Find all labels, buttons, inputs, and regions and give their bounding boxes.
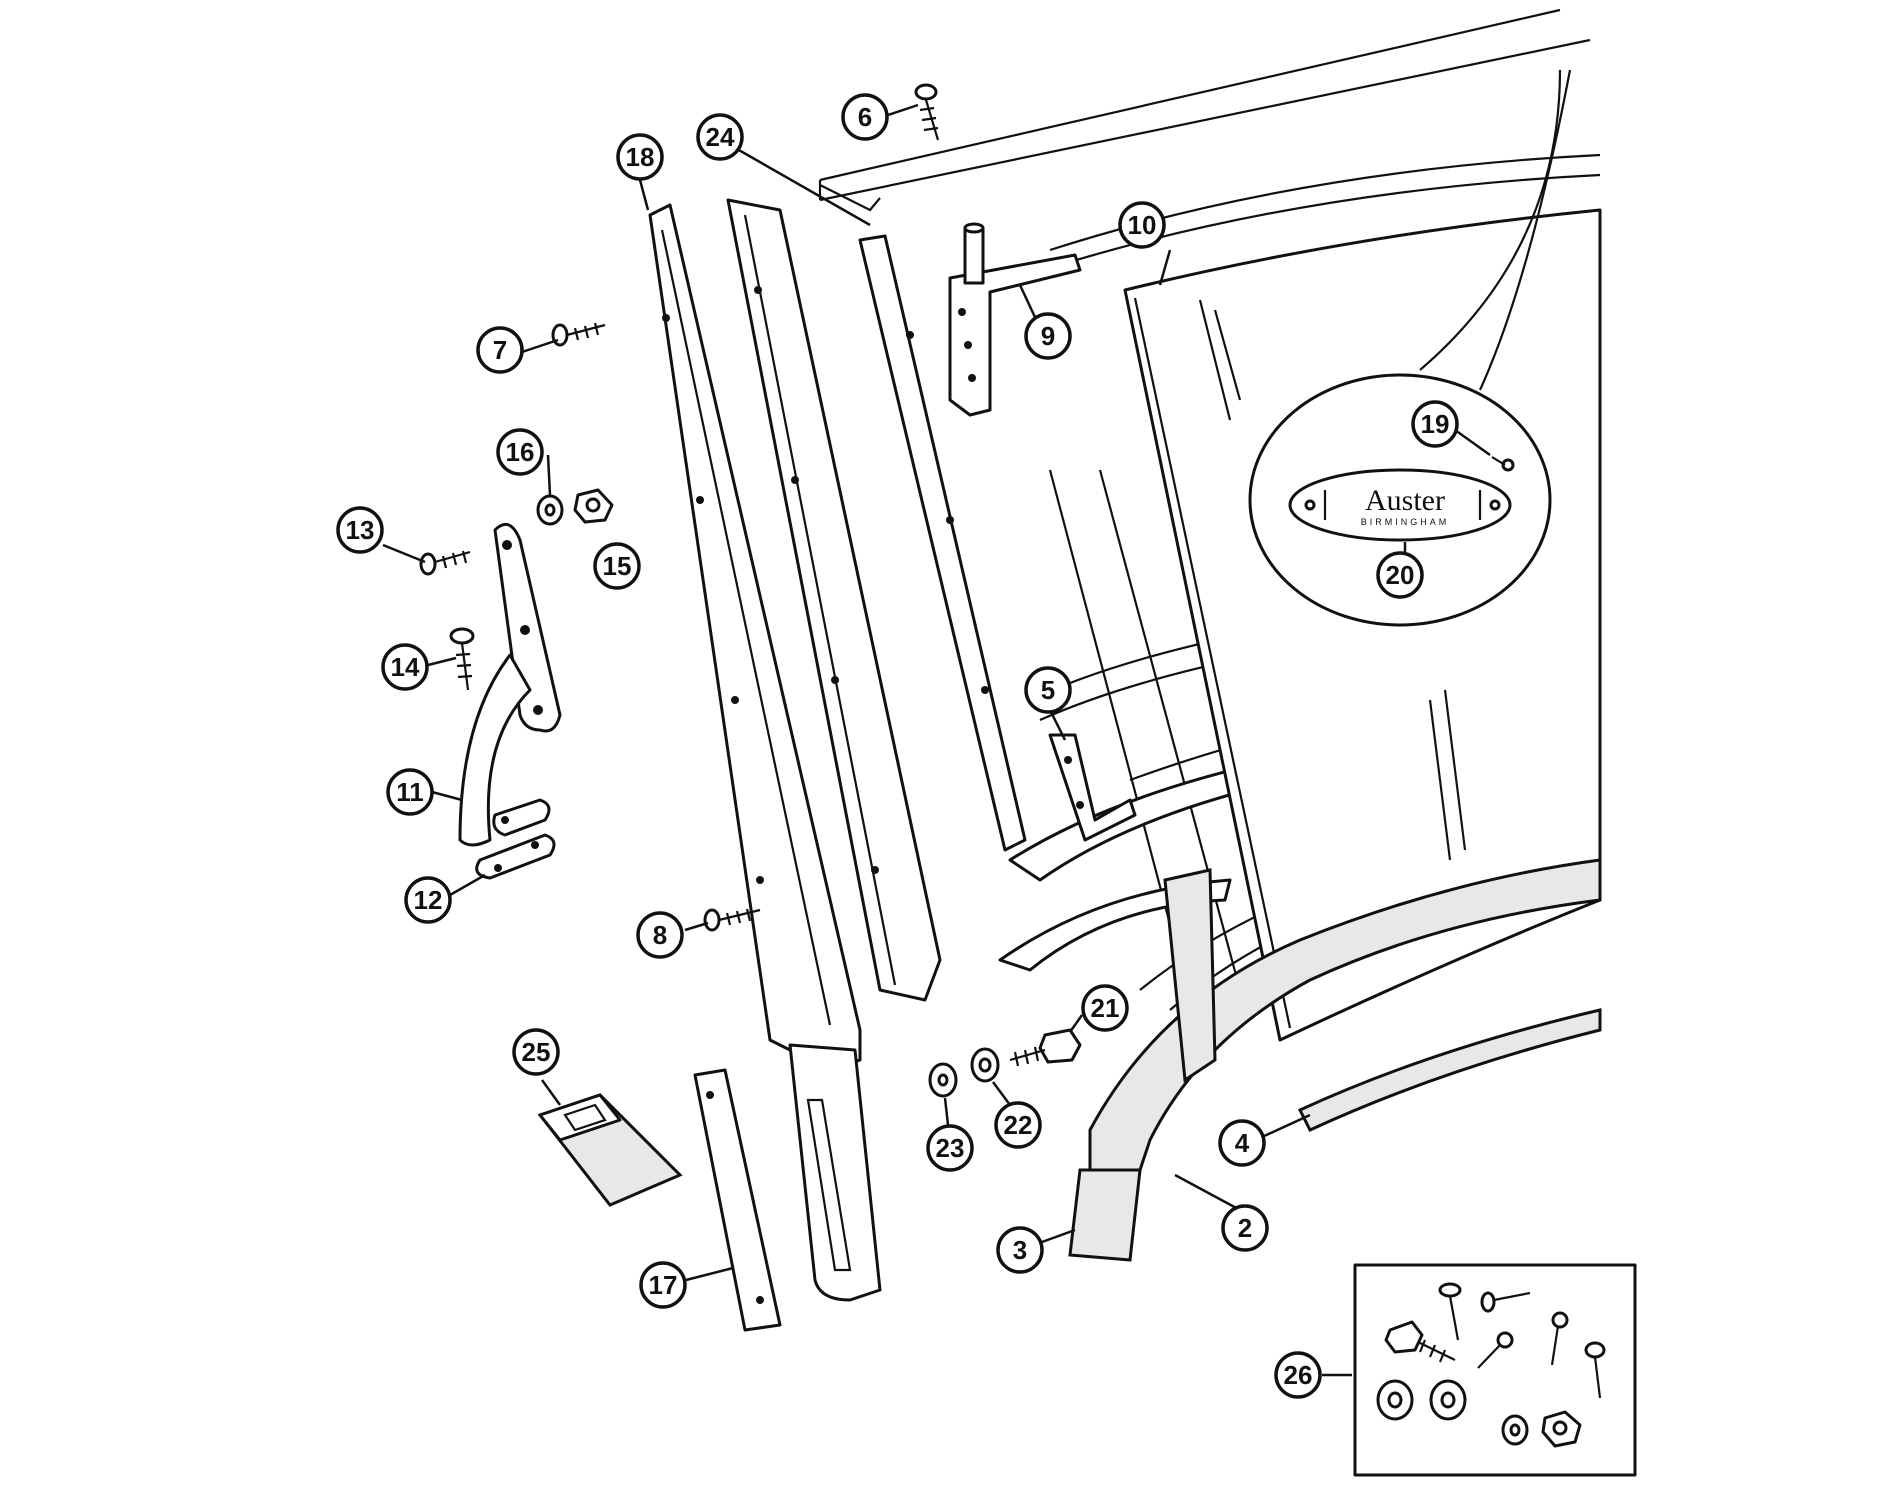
callout-8: 8 <box>636 911 684 959</box>
pillar-channel <box>726 198 942 1002</box>
kit-washer-icon <box>1429 1379 1467 1421</box>
callout-12: 12 <box>404 876 452 924</box>
callout-3-label: 3 <box>1013 1235 1027 1265</box>
callout-2-label: 2 <box>1238 1213 1252 1243</box>
flat-strip-17 <box>693 1068 782 1332</box>
callout-21: 21 <box>1081 984 1129 1032</box>
badge-brand-text: Auster <box>1365 484 1445 517</box>
kit-nut-icon <box>1541 1410 1582 1448</box>
callout-2: 2 <box>1221 1204 1269 1252</box>
callout-24: 24 <box>696 113 744 161</box>
rubber-block-25 <box>537 1093 683 1207</box>
callout-10-label: 10 <box>1128 210 1157 240</box>
callout-18: 18 <box>616 133 664 181</box>
callout-16-label: 16 <box>506 437 535 467</box>
screw-14-icon <box>449 627 475 691</box>
leader-lines <box>382 103 1491 1377</box>
callout-10: 10 <box>1118 201 1166 249</box>
kit-screw-icon <box>1477 1331 1514 1369</box>
callout-23: 23 <box>926 1124 974 1172</box>
callout-20-label: 20 <box>1386 560 1415 590</box>
callout-9: 9 <box>1024 312 1072 360</box>
callout-5: 5 <box>1024 666 1072 714</box>
fixings-kit-box <box>1353 1263 1637 1477</box>
callout-17: 17 <box>639 1261 687 1309</box>
callout-4: 4 <box>1218 1119 1266 1167</box>
screw-6-icon <box>914 83 940 141</box>
callout-14: 14 <box>381 643 429 691</box>
callout-22: 22 <box>994 1101 1042 1149</box>
callout-23-label: 23 <box>936 1133 965 1163</box>
kit-screw-icon <box>1550 1311 1569 1366</box>
callout-6-label: 6 <box>858 102 872 132</box>
kit-bolt-icon <box>1384 1320 1456 1363</box>
callout-19: 19 <box>1411 400 1459 448</box>
callout-15: 15 <box>593 542 641 590</box>
washer-16-icon <box>536 494 564 526</box>
callout-3: 3 <box>996 1226 1044 1274</box>
stay-bracket <box>458 522 562 880</box>
screw-13-icon <box>419 550 471 576</box>
kit-screw-icon <box>1584 1341 1606 1399</box>
kit-lock-washer-icon <box>1376 1379 1414 1421</box>
callout-12-label: 12 <box>414 885 443 915</box>
callout-15-label: 15 <box>603 551 632 581</box>
callout-19-label: 19 <box>1421 409 1450 439</box>
callout-13-label: 13 <box>346 515 375 545</box>
screw-19-icon <box>1491 456 1515 472</box>
badge-detail-inset: Auster BIRMINGHAM <box>1248 69 1572 627</box>
washer-22-icon <box>970 1047 1000 1083</box>
kit-screw-icon <box>1480 1291 1531 1313</box>
callout-21-label: 21 <box>1091 993 1120 1023</box>
callout-4-label: 4 <box>1235 1128 1250 1158</box>
callouts: 2 3 4 5 6 7 8 9 10 11 12 13 14 15 16 17 … <box>336 93 1459 1399</box>
bolt-21-icon <box>1009 1028 1082 1067</box>
callout-8-label: 8 <box>653 920 667 950</box>
foam-seals <box>1068 858 1602 1262</box>
bracket-part-9 <box>948 222 1082 417</box>
callout-17-label: 17 <box>649 1270 678 1300</box>
callout-7-label: 7 <box>493 335 507 365</box>
screw-8-icon <box>703 908 761 932</box>
callout-25-label: 25 <box>522 1037 551 1067</box>
bracket-part-5 <box>1048 733 1137 842</box>
callout-9-label: 9 <box>1041 321 1055 351</box>
pillar-trim-strip <box>648 203 882 1302</box>
kit-screw-icon <box>1438 1282 1462 1341</box>
badge-subtitle-text: BIRMINGHAM <box>1361 517 1450 527</box>
callout-11-label: 11 <box>396 777 424 807</box>
callout-26: 26 <box>1274 1351 1322 1399</box>
callout-13: 13 <box>336 506 384 554</box>
screw-7-icon <box>551 322 606 347</box>
window-guide-strip <box>858 234 1027 852</box>
nut-15-icon <box>573 488 614 524</box>
callout-5-label: 5 <box>1041 675 1055 705</box>
callout-7: 7 <box>476 326 524 374</box>
kit-washer-icon <box>1501 1414 1529 1446</box>
callout-22-label: 22 <box>1004 1110 1033 1140</box>
callout-26-label: 26 <box>1284 1360 1313 1390</box>
callout-11: 11 <box>386 768 434 816</box>
fasteners <box>419 83 1082 1098</box>
callout-18-label: 18 <box>626 142 655 172</box>
callout-20: 20 <box>1376 551 1424 599</box>
callout-14-label: 14 <box>391 652 420 682</box>
callout-6: 6 <box>841 93 889 141</box>
washer-23-icon <box>928 1062 958 1098</box>
callout-25: 25 <box>512 1028 560 1076</box>
callout-16: 16 <box>496 428 544 476</box>
callout-24-label: 24 <box>706 122 735 152</box>
